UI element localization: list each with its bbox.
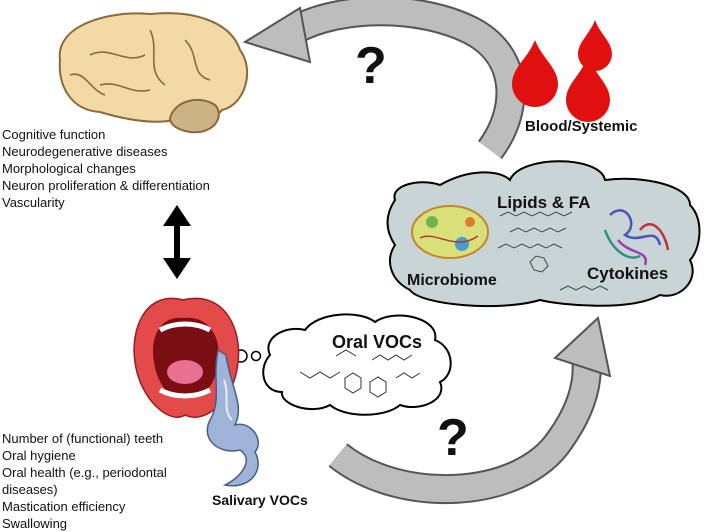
microbiome-label: Microbiome bbox=[407, 272, 497, 289]
lipid-chains-icon bbox=[497, 211, 609, 291]
brain-outcome: Vascularity bbox=[2, 195, 65, 210]
oral-outcome: Mastication efficiency bbox=[2, 499, 126, 514]
blood-systemic-label: Blood/Systemic bbox=[525, 118, 638, 135]
oral-outcomes-list: Number of (functional) teeth Oral hygien… bbox=[2, 430, 167, 532]
oral-outcome: Oral health (e.g., periodontal bbox=[2, 465, 167, 480]
question-mark-top: ? bbox=[355, 37, 387, 95]
oral-outcome: Number of (functional) teeth bbox=[2, 431, 164, 446]
cytokine-protein-icon bbox=[603, 209, 670, 266]
salivary-vocs-label: Salivary VOCs bbox=[212, 492, 308, 508]
brain-outcome: Neurodegenerative diseases bbox=[2, 144, 168, 159]
brain-outcome: Neuron proliferation & differentiation bbox=[2, 178, 210, 193]
brain-illustration bbox=[58, 12, 249, 134]
microbiome-icon bbox=[411, 205, 489, 259]
lipids-fa-label: Lipids & FA bbox=[497, 193, 591, 212]
oral-outcome: diseases) bbox=[2, 482, 58, 497]
open-mouth-illustration bbox=[133, 297, 240, 418]
arrow-cloud-to-brain bbox=[242, 0, 526, 159]
oral-outcome: Oral hygiene bbox=[2, 448, 76, 463]
breath-swirl-icon bbox=[206, 348, 259, 487]
brain-outcome: Cognitive function bbox=[2, 127, 106, 142]
voc-molecules-icon bbox=[299, 349, 421, 398]
brain-outcomes-list: Cognitive function Neurodegenerative dis… bbox=[2, 126, 210, 211]
question-mark-bottom: ? bbox=[437, 409, 469, 467]
systemic-cloud bbox=[386, 160, 701, 308]
oral-vocs-bubble bbox=[234, 313, 452, 416]
cytokines-label: Cytokines bbox=[587, 264, 669, 283]
arrow-oral-to-cloud bbox=[328, 316, 612, 505]
oral-vocs-label: Oral VOCs bbox=[332, 332, 423, 352]
oral-outcome: Swallowing bbox=[2, 516, 68, 531]
blood-drops-icon bbox=[512, 20, 612, 122]
brain-outcome: Morphological changes bbox=[2, 161, 136, 176]
double-arrow-icon bbox=[163, 205, 191, 279]
